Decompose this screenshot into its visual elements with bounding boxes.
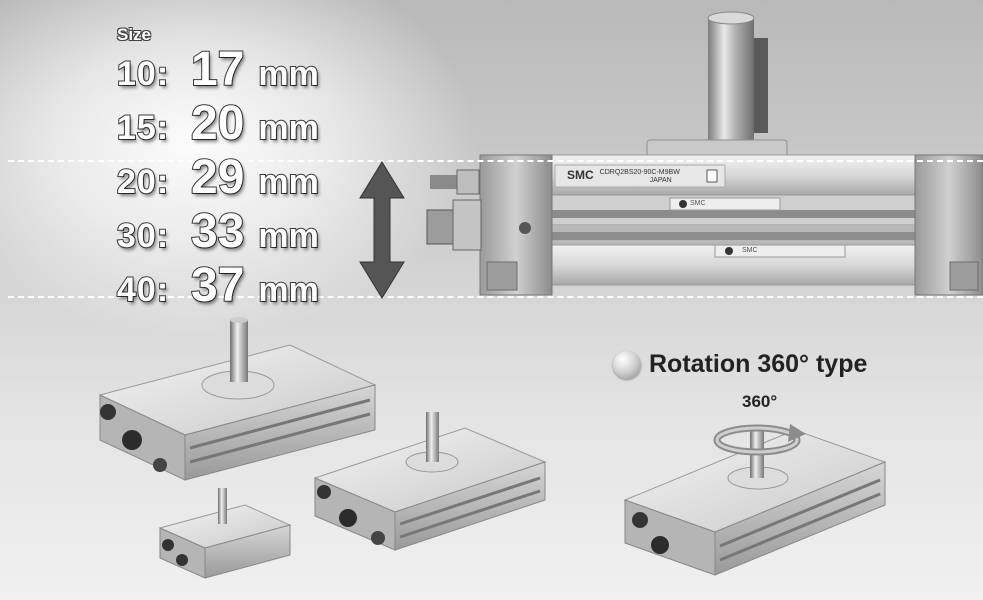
dimension-line-top: [8, 160, 983, 162]
size-unit: mm: [257, 162, 319, 202]
size-value: 29: [190, 150, 245, 205]
size-row: 40: 37 mm: [116, 258, 320, 313]
size-key: 10:: [116, 54, 170, 94]
size-row: 15: 20 mm: [116, 96, 320, 151]
dimension-line-bottom: [8, 296, 983, 298]
size-key: 20:: [116, 162, 170, 202]
size-row: 10: 17 mm: [116, 42, 320, 97]
product-large: [98, 317, 377, 481]
size-value: 20: [190, 96, 245, 151]
cylinder-label-plate: SMC CDRQ2BS20-90C-M9BW JAPAN: [567, 168, 680, 185]
rotation-type-heading: Rotation 360° type: [613, 350, 867, 379]
origin-text: JAPAN: [649, 177, 672, 184]
product-rotation-360: [623, 428, 887, 576]
size-row: 30: 33 mm: [116, 204, 320, 259]
double-arrow-icon: [359, 161, 405, 299]
size-value: 33: [190, 204, 245, 259]
background-glow: [0, 0, 480, 340]
rotation-arrow-icon: [713, 424, 806, 456]
size-value: 17: [190, 42, 245, 97]
rotation-type-title: Rotation 360° type: [649, 350, 868, 378]
size-unit: mm: [257, 108, 319, 148]
switch-label-1: SMC: [690, 200, 706, 207]
size-list: 10: 17 mm 15: 20 mm 20: 29 mm 30: 33 mm …: [116, 42, 320, 313]
size-key: 30:: [116, 216, 170, 256]
rotation-degree-label: 360°: [742, 392, 778, 411]
size-unit: mm: [257, 216, 319, 256]
switch-label-2: SMC: [742, 247, 758, 254]
size-row: 20: 29 mm: [116, 150, 320, 205]
size-key: 40:: [116, 270, 170, 310]
size-unit: mm: [257, 54, 319, 94]
size-heading: Size: [117, 25, 152, 44]
product-medium: [313, 412, 547, 551]
size-key: 15:: [116, 108, 170, 148]
product-small: [158, 488, 292, 579]
bullet-icon: [613, 350, 641, 379]
model-number: CDRQ2BS20-90C-M9BW: [599, 169, 680, 176]
smc-logo: SMC: [567, 168, 594, 182]
size-value: 37: [190, 258, 245, 313]
size-unit: mm: [257, 270, 319, 310]
